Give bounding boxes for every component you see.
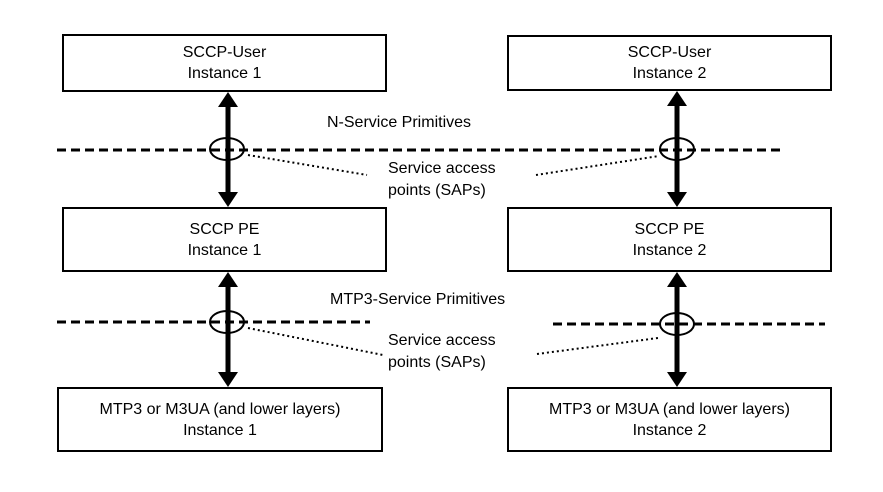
sap-ellipse-lower-left — [209, 310, 245, 334]
arrow-sccp-pe-2-mtp3-2 — [667, 272, 687, 387]
box-sccp-pe-instance-2: SCCP PE Instance 2 — [507, 207, 832, 272]
box-line: Instance 2 — [632, 421, 707, 439]
box-mtp3-instance-1: MTP3 or M3UA (and lower layers) Instance… — [57, 387, 383, 452]
box-mtp3-instance-2: MTP3 or M3UA (and lower layers) Instance… — [507, 387, 832, 452]
box-line: Instance 1 — [187, 241, 262, 259]
arrow-sccp-user-1-sccp-pe-1 — [218, 92, 238, 207]
box-sccp-user-instance-1: SCCP-User Instance 1 — [62, 34, 387, 92]
label-sap-upper: Service access points (SAPs) — [388, 158, 496, 202]
sap-pointer-lower-left — [247, 327, 384, 356]
label-sap-lower-line1: Service access — [388, 332, 496, 349]
box-sccp-user-instance-2: SCCP-User Instance 2 — [507, 35, 832, 91]
box-line: SCCP-User — [627, 44, 712, 61]
box-line: Instance 2 — [632, 241, 707, 259]
box-line: Instance 1 — [183, 421, 257, 439]
box-line: MTP3 or M3UA (and lower layers) — [549, 400, 790, 418]
sap-pointer-lower-right — [536, 337, 659, 355]
box-line: Instance 2 — [632, 65, 707, 82]
sap-ellipse-lower-right — [659, 312, 695, 336]
box-line: SCCP PE — [189, 220, 260, 238]
sap-pointer-upper-left — [247, 154, 368, 176]
arrow-sccp-user-2-sccp-pe-2 — [667, 91, 687, 207]
label-n-service-primitives: N-Service Primitives — [327, 114, 472, 131]
label-mtp3-service-primitives: MTP3-Service Primitives — [330, 291, 506, 308]
box-line: SCCP-User — [182, 44, 267, 61]
arrow-sccp-pe-1-mtp3-1 — [218, 272, 238, 387]
box-line: SCCP PE — [634, 220, 705, 238]
label-sap-upper-line2: points (SAPs) — [388, 182, 486, 199]
label-sap-lower-line2: points (SAPs) — [388, 354, 486, 371]
label-sap-lower: Service access points (SAPs) — [388, 330, 496, 374]
sap-pointer-upper-right — [535, 155, 660, 176]
box-line: Instance 1 — [187, 65, 262, 82]
sap-ellipse-upper-left — [209, 137, 245, 161]
box-sccp-pe-instance-1: SCCP PE Instance 1 — [62, 207, 387, 272]
label-sap-upper-line1: Service access — [388, 160, 496, 177]
sap-ellipse-upper-right — [659, 137, 695, 161]
box-line: MTP3 or M3UA (and lower layers) — [99, 400, 341, 418]
